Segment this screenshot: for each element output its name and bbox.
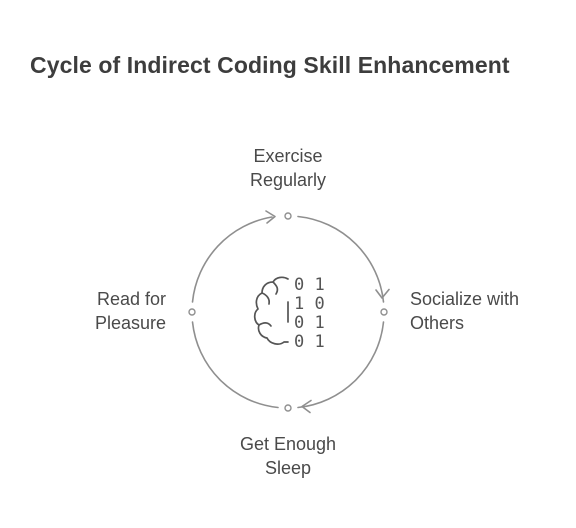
arc-left-to-top: [191, 216, 273, 303]
node-label-line: Regularly: [249, 170, 327, 190]
node-label-line: Socialize with: [410, 289, 520, 309]
node-label-socialize-with-others: Socialize with Others: [410, 287, 519, 335]
binary-row: 1 0: [294, 294, 325, 314]
brain-fold: [258, 322, 272, 327]
arrowhead-right-icon: [375, 288, 390, 299]
node-label-line: Get Enough: [239, 434, 337, 454]
brain-outline: [253, 276, 289, 345]
brain-fold: [261, 292, 271, 305]
node-label-read-for-pleasure: Read for Pleasure: [60, 287, 166, 335]
node-label-get-enough-sleep: Get Enough Sleep: [208, 432, 368, 480]
arrowhead-top-icon: [265, 210, 276, 224]
node-label-line: Others: [410, 313, 465, 333]
node-label-line: Pleasure: [94, 313, 166, 333]
brain-binary-icon: 0 1 1 0 0 1 0 1: [253, 275, 325, 352]
node-label-exercise-regularly: Exercise Regularly: [208, 144, 368, 192]
diagram-title: Cycle of Indirect Coding Skill Enhanceme…: [30, 52, 510, 78]
node-dot-top: [284, 212, 292, 220]
node-label-line: Read for: [96, 289, 166, 309]
binary-row: 0 1: [294, 313, 325, 333]
node-label-line: Exercise: [253, 146, 323, 166]
arrowhead-bottom-icon: [301, 399, 312, 414]
node-label-line: Sleep: [264, 458, 312, 478]
arc-bottom-to-left: [191, 321, 279, 409]
node-dot-left: [188, 308, 196, 316]
brain-fold: [272, 281, 279, 295]
node-dot-right: [380, 308, 388, 316]
arc-right-to-bottom: [297, 321, 385, 409]
binary-row: 0 1: [294, 332, 325, 352]
node-dot-bottom: [284, 404, 292, 412]
binary-row: 0 1: [294, 275, 325, 295]
arc-top-to-right: [297, 215, 385, 303]
